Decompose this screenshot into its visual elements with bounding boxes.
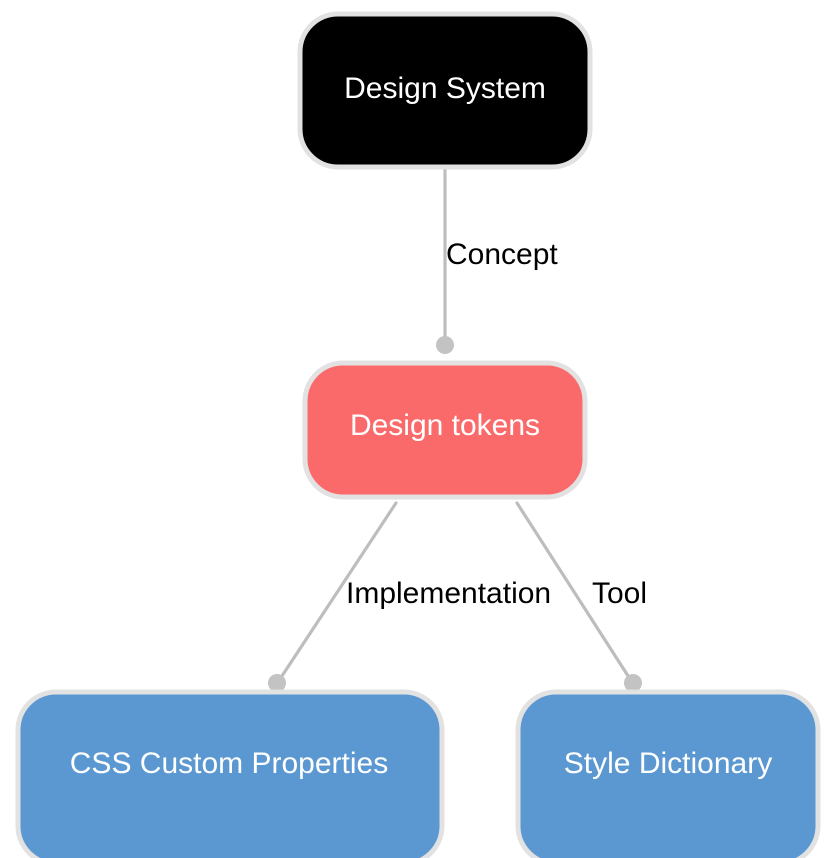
edge-concept[interactable] — [436, 165, 454, 354]
node-style-dictionary-label: Style Dictionary — [564, 747, 772, 780]
edge-labels-layer: Concept Implementation Tool — [346, 238, 647, 610]
node-css-custom-properties-label: CSS Custom Properties — [70, 747, 388, 780]
node-style-dictionary-shape — [515, 689, 821, 858]
node-design-system-shape — [297, 11, 593, 170]
node-design-system-label: Design System — [344, 72, 546, 105]
edge-tool-line — [515, 501, 632, 681]
edge-label-tool: Tool — [592, 577, 647, 610]
edge-tool-endpoint-dot — [624, 674, 642, 692]
edge-label-implementation: Implementation — [346, 577, 551, 610]
node-design-tokens[interactable]: Design tokens — [302, 360, 588, 500]
node-design-tokens-label: Design tokens — [350, 409, 540, 442]
edge-tool[interactable] — [515, 501, 642, 692]
edge-implementation-line — [278, 501, 398, 681]
nodes-layer: Design System Design tokens CSS Custom P… — [15, 11, 821, 858]
edges-layer — [268, 165, 642, 692]
node-style-dictionary[interactable]: Style Dictionary — [515, 689, 821, 858]
edge-implementation[interactable] — [268, 501, 398, 692]
node-css-custom-properties-shape — [15, 689, 445, 858]
node-design-tokens-shape — [302, 360, 588, 500]
edge-implementation-endpoint-dot — [268, 674, 286, 692]
edge-label-concept: Concept — [446, 238, 558, 271]
edge-concept-endpoint-dot — [436, 336, 454, 354]
node-css-custom-properties[interactable]: CSS Custom Properties — [15, 689, 445, 858]
node-design-system[interactable]: Design System — [297, 11, 593, 170]
